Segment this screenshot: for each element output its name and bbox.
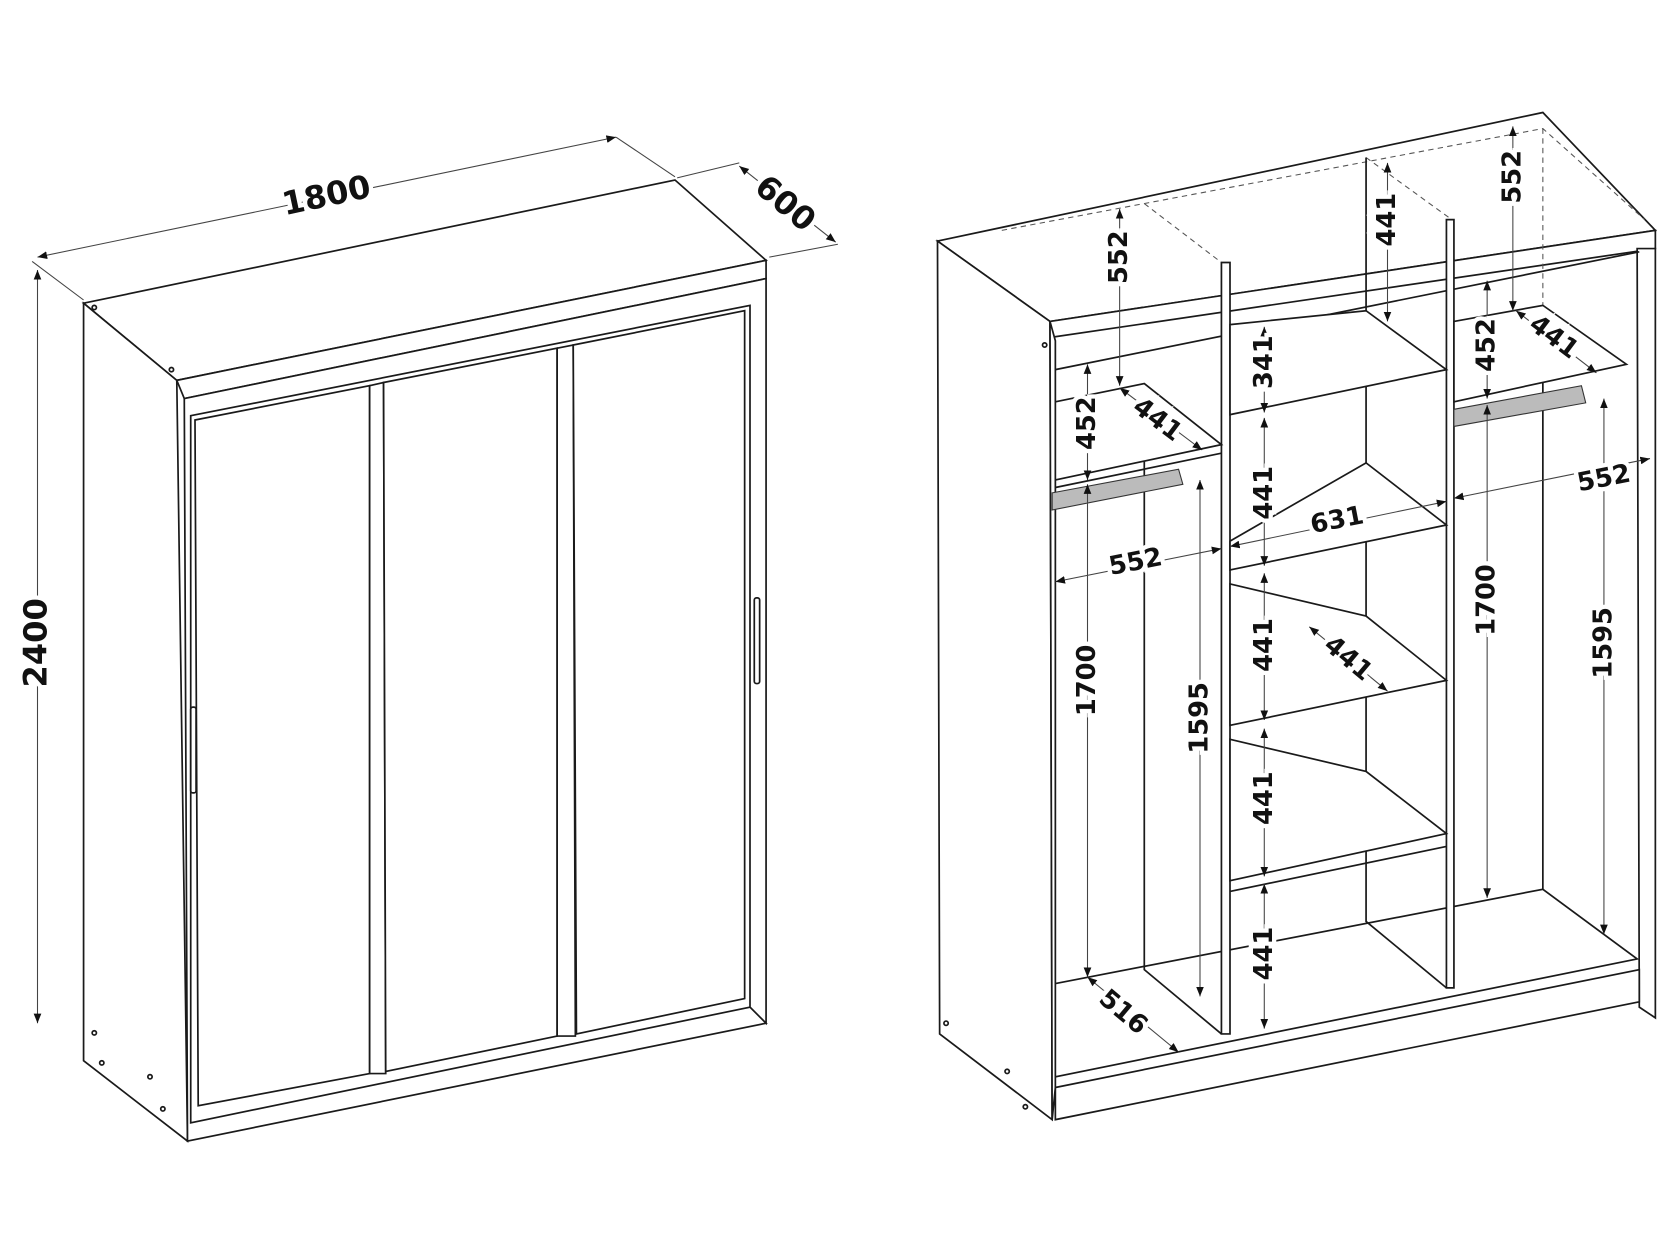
- closed-wardrobe: 1800 600 2400: [12, 135, 838, 1143]
- door-overlap: [368, 381, 387, 1075]
- left-side-panel: [82, 301, 189, 1143]
- door-middle: [382, 347, 558, 1073]
- dim-label: 452: [1472, 318, 1502, 372]
- door-left: [194, 384, 371, 1107]
- bottom-panel: [1054, 888, 1640, 1078]
- dim-label: 1700: [1072, 645, 1102, 717]
- width-label: 1800: [279, 167, 374, 223]
- left-side-panel: [936, 239, 1054, 1122]
- dim-label: 441: [1249, 466, 1279, 520]
- open-wardrobe: 552 452 441 552 1700 1595 516 341 441 63…: [935, 111, 1658, 1122]
- dim-label: 1595: [1588, 607, 1618, 679]
- dimension-lines: [1055, 126, 1651, 1053]
- dim-label: 552: [1104, 230, 1134, 284]
- dim-label: 341: [1249, 335, 1279, 389]
- door-right: [572, 309, 746, 1035]
- dim-label: 1700: [1472, 564, 1502, 636]
- front-frame: [183, 277, 768, 1143]
- dim-label: 552: [1575, 459, 1633, 499]
- height-label: 2400: [17, 598, 55, 687]
- dim-label: 552: [1497, 150, 1527, 204]
- dim-label: 441: [1249, 618, 1279, 672]
- dim-label: 1595: [1185, 682, 1215, 754]
- divider-right: [1445, 218, 1455, 989]
- door-overlap-2: [556, 343, 577, 1037]
- door-handle: [753, 597, 761, 685]
- depth-label: 600: [748, 167, 824, 239]
- dim-label: 441: [1249, 927, 1279, 981]
- divider-left: [1220, 261, 1231, 1035]
- plinth: [1054, 968, 1641, 1121]
- door-handle: [189, 706, 197, 794]
- dim-label: 441: [1249, 771, 1279, 825]
- dim-label: 452: [1072, 396, 1102, 450]
- dim-label: 552: [1106, 542, 1164, 582]
- dim-label: 441: [1372, 193, 1402, 247]
- right-side-panel: [1636, 247, 1657, 1020]
